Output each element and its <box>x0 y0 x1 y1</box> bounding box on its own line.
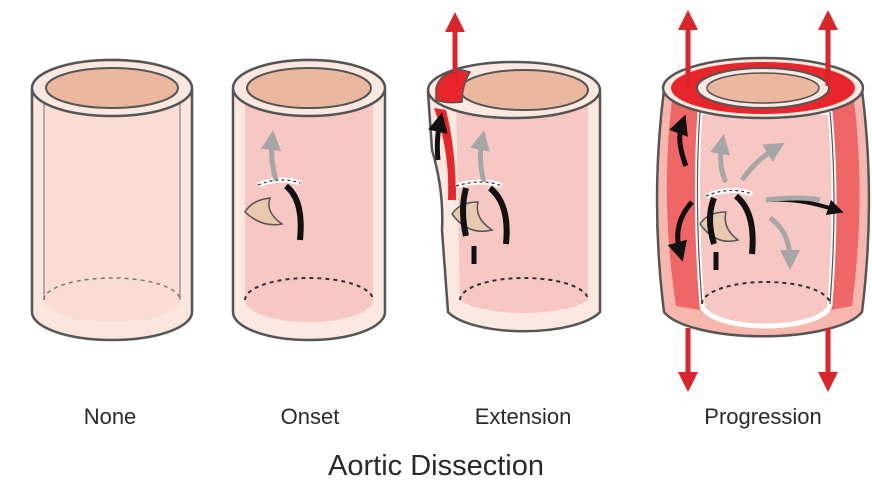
stage-onset-vessel <box>233 60 385 340</box>
stage-label-none: None <box>10 404 210 430</box>
vessel-inner <box>44 96 180 322</box>
stage-label-extension: Extension <box>423 404 623 430</box>
vessel-lumen <box>460 70 588 110</box>
stage-label-onset: Onset <box>210 404 410 430</box>
diagram-title: Aortic Dissection <box>0 450 872 483</box>
vessel-lumen <box>46 68 178 108</box>
stage-extension-vessel <box>428 22 600 331</box>
stage-none-vessel <box>32 60 192 340</box>
stage-progression-vessel <box>657 20 869 382</box>
stage-label-progression: Progression <box>663 404 863 430</box>
vessel-lumen <box>707 73 819 103</box>
vessel-lumen <box>247 68 371 108</box>
